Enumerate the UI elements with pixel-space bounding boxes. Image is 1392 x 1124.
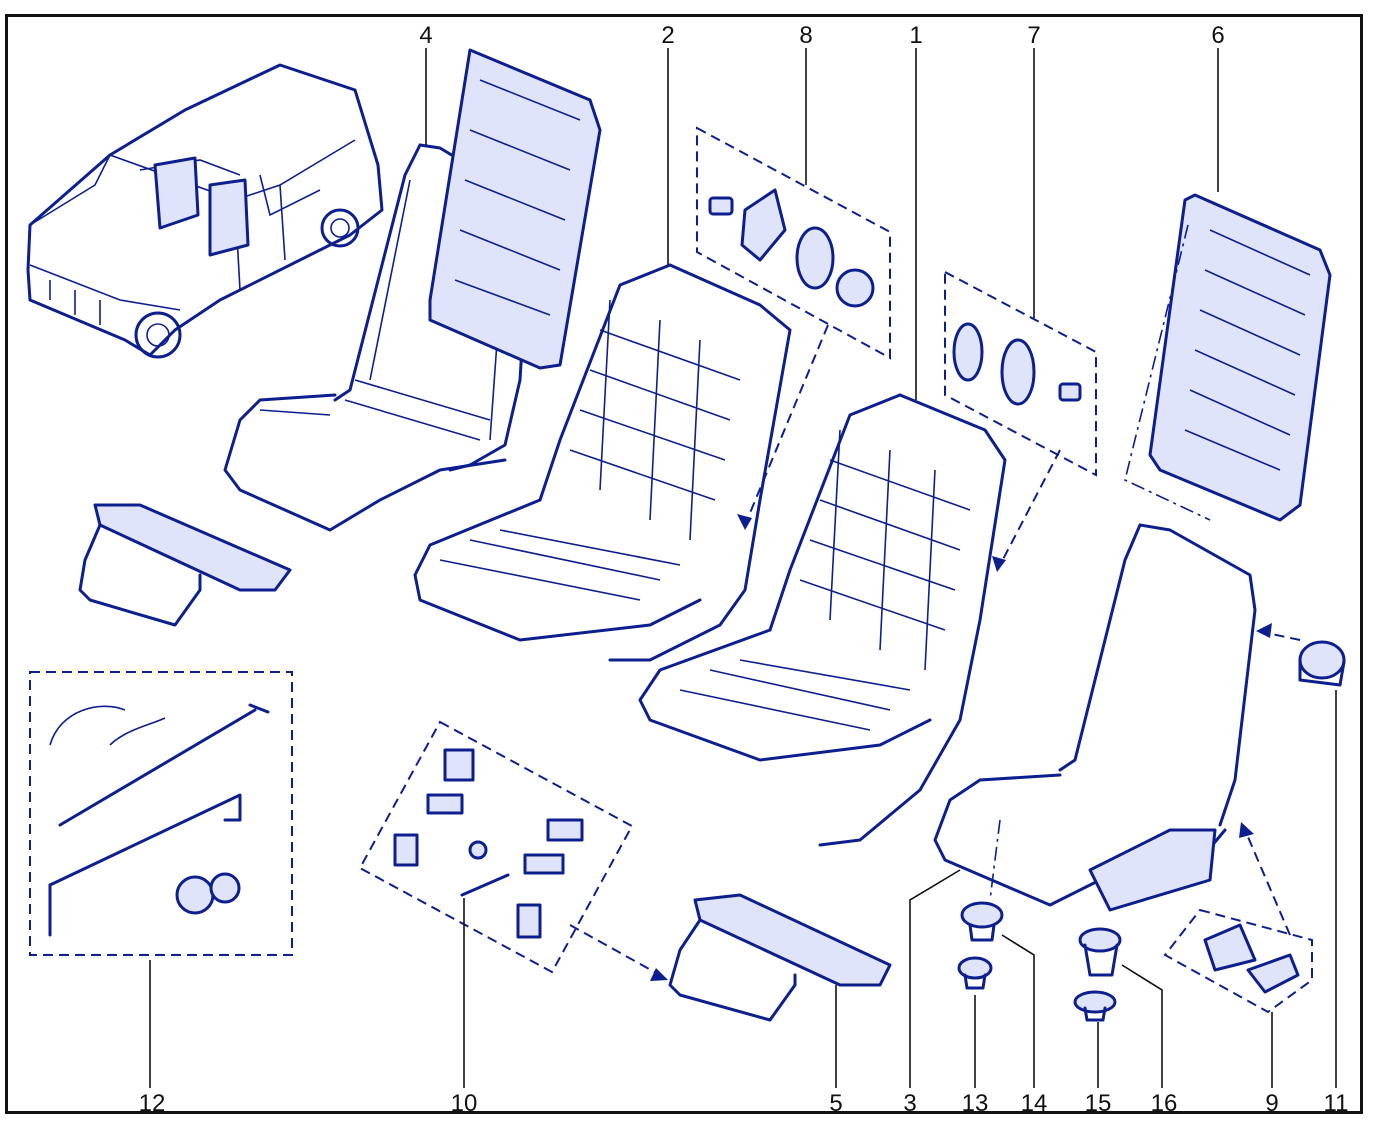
- callout-9: 9: [1265, 1090, 1279, 1117]
- van-illustration: [26, 63, 384, 359]
- part-11-knob: [1298, 640, 1346, 687]
- kit-9-box: [1163, 908, 1313, 1014]
- callout-7: 7: [1027, 22, 1041, 49]
- kit-8-box: [696, 126, 891, 360]
- kit-12-box: [29, 671, 293, 956]
- callout-1: 1: [909, 22, 923, 49]
- kit-7-box: [944, 270, 1097, 477]
- callout-16: 16: [1150, 1090, 1178, 1117]
- kit-10-parts: [393, 748, 584, 939]
- callout-14: 14: [1020, 1090, 1048, 1117]
- kit-8-parts: [708, 188, 875, 308]
- part-15-plug: [1073, 990, 1117, 1022]
- kit-7-parts: [952, 322, 1082, 406]
- callout-4: 4: [419, 22, 433, 49]
- part-4-back-panel: [428, 48, 602, 370]
- callout-2: 2: [661, 22, 675, 49]
- callout-10: 10: [450, 1090, 478, 1117]
- leader-lines: [149, 48, 1337, 1088]
- callout-11: 11: [1323, 1090, 1349, 1117]
- part-2-seat: [413, 263, 792, 662]
- assembly-arrows: [569, 224, 1301, 981]
- callout-6: 6: [1211, 22, 1225, 49]
- part-14-plug: [960, 901, 1004, 942]
- kit-9-parts: [1203, 923, 1300, 994]
- part-1-seat: [638, 393, 1007, 847]
- part-6-back-panel: [1148, 193, 1332, 522]
- kit-12-parts: [48, 703, 270, 937]
- part-3-seat-frame: [933, 523, 1257, 912]
- callout-5: 5: [829, 1090, 843, 1117]
- callout-8: 8: [799, 22, 813, 49]
- kit-10-box: [358, 720, 634, 974]
- part-13-plug: [957, 956, 993, 990]
- callout-3: 3: [903, 1090, 917, 1117]
- part-16-plug: [1078, 927, 1122, 977]
- diagram-border: [5, 14, 1363, 1114]
- left-armrest: [78, 503, 292, 627]
- part-5-armrest: [668, 893, 892, 1022]
- callout-13: 13: [961, 1090, 989, 1117]
- callout-12: 12: [138, 1090, 166, 1117]
- callout-15: 15: [1084, 1090, 1112, 1117]
